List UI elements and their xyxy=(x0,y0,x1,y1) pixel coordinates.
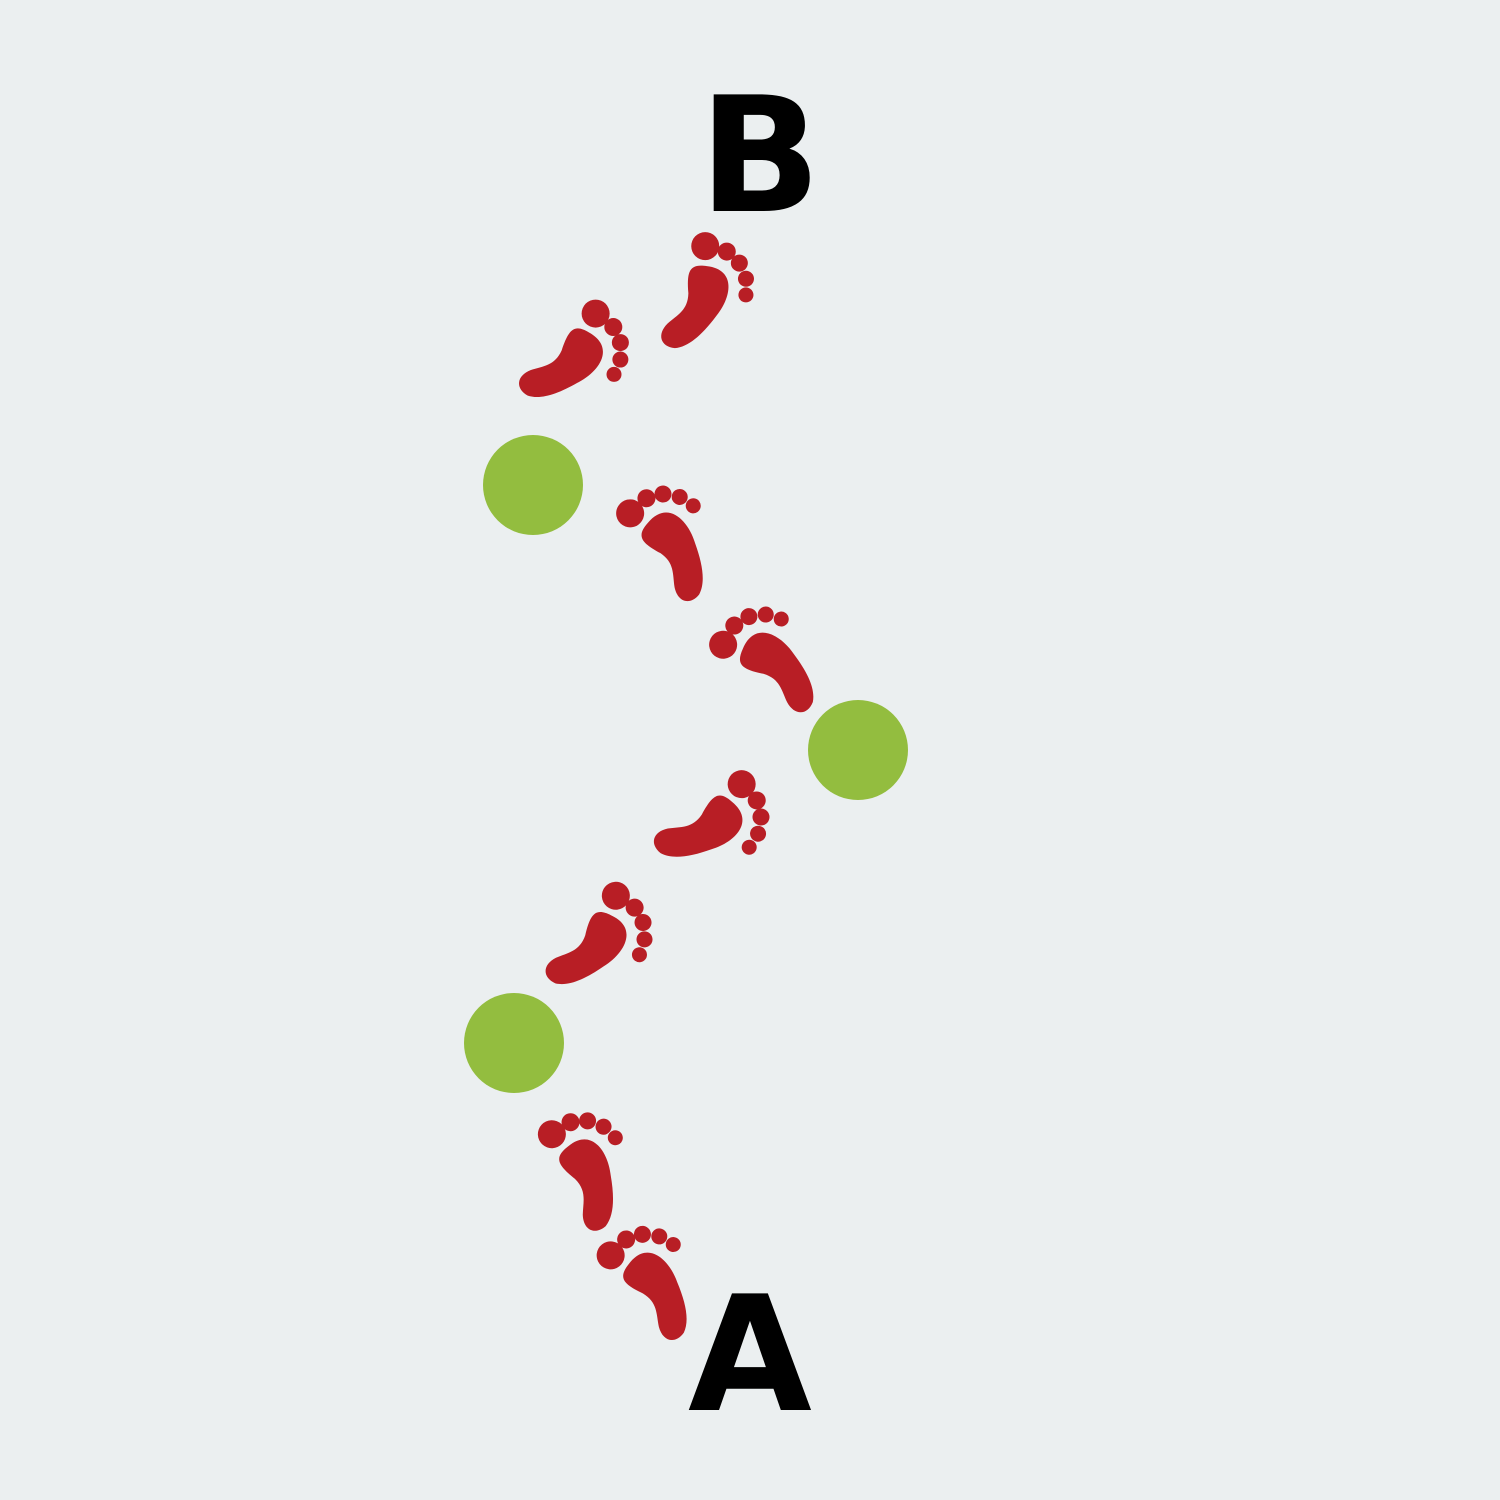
footprint-icon xyxy=(533,1094,655,1238)
footprint-icon xyxy=(510,293,651,435)
footprint-icon xyxy=(590,1205,727,1349)
end-label: B xyxy=(699,62,821,249)
start-label: A xyxy=(688,1261,812,1448)
waypoint-bottom-left xyxy=(464,993,564,1093)
waypoint-top-left xyxy=(483,435,583,535)
footprint-icon xyxy=(646,764,790,898)
waypoint-middle-right xyxy=(808,700,908,800)
footprint-icon xyxy=(536,876,674,1019)
footprint-icon xyxy=(703,586,847,722)
footprint-icon xyxy=(610,465,744,609)
footprint-icon xyxy=(652,227,770,369)
